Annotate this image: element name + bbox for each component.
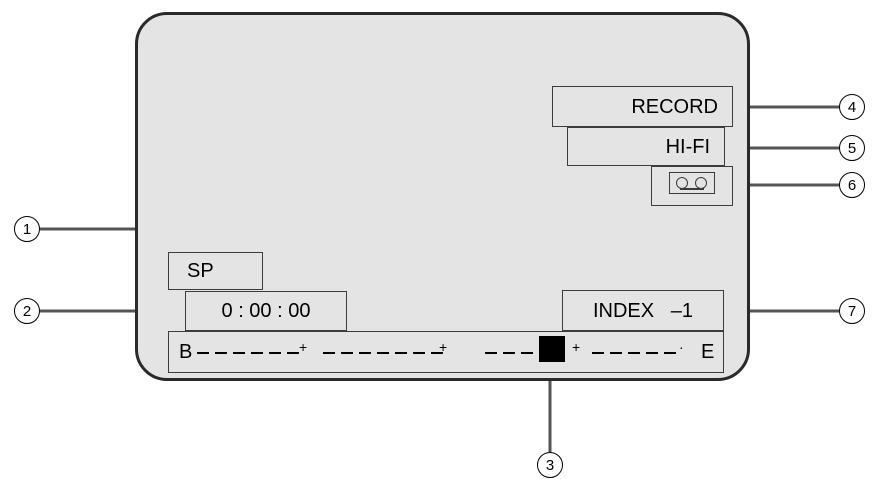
callout-3: 3 (537, 452, 563, 478)
audio-mode-label: HI-FI (665, 135, 710, 158)
callout-4: 4 (839, 94, 865, 120)
tick-mark-4: · (679, 339, 684, 355)
tape-end-label: E (701, 341, 715, 363)
callout-7: 7 (839, 298, 865, 324)
callout-6: 6 (839, 172, 865, 198)
speed-mode-box: SP (168, 252, 263, 290)
tick-mark-1: + (299, 339, 308, 355)
index-box: INDEX –1 (562, 290, 724, 331)
counter-box: 0 : 00 : 00 (185, 291, 347, 331)
tick-mark-2: + (439, 339, 448, 355)
tape-position-marker (539, 336, 565, 362)
record-status-box: RECORD (552, 86, 733, 127)
tape-position-track (197, 352, 697, 354)
tick-mark-3: + (572, 339, 581, 355)
callout-1: 1 (14, 216, 40, 242)
callout-2: 2 (14, 298, 40, 324)
tape-line (680, 188, 704, 190)
audio-mode-box: HI-FI (567, 127, 725, 166)
record-status-label: RECORD (631, 95, 718, 118)
counter-label: 0 : 00 : 00 (221, 300, 311, 322)
cassette-tape-icon (669, 172, 715, 194)
tape-begin-label: B (179, 341, 193, 363)
speed-mode-label: SP (187, 260, 214, 282)
tape-position-bar: B + + + · E (168, 331, 724, 373)
callout-5: 5 (839, 135, 865, 161)
index-label: INDEX –1 (592, 299, 694, 322)
